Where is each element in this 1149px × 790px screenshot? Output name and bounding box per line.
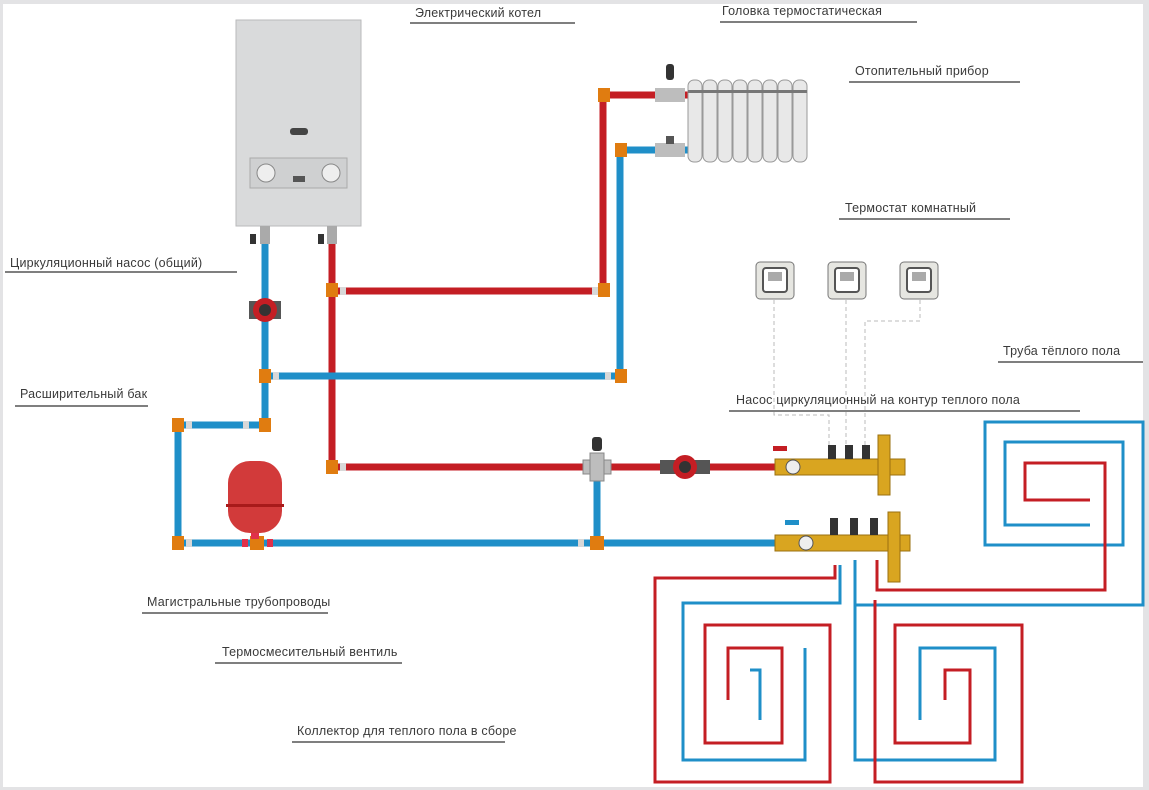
label-room-thermostat: Термостат комнатный [845, 201, 976, 215]
room-thermostat-1 [755, 261, 795, 300]
label-floor-pump: Насос циркуляционный на контур теплого п… [736, 393, 1020, 407]
labels: Электрический котел Головка термостатиче… [5, 4, 1143, 743]
thermostatic-head-icon [666, 64, 674, 80]
electric-boiler [235, 19, 362, 227]
pipe-fittings [172, 88, 627, 550]
boiler-valves [250, 226, 337, 244]
label-mixing-valve: Термосмесительный вентиль [222, 645, 398, 659]
room-thermostats [755, 261, 939, 450]
expansion-tank [226, 461, 284, 539]
room-thermostat-3 [899, 261, 939, 300]
main-circulation-pump [249, 298, 281, 322]
thermostatic-mixing-valve [582, 437, 612, 482]
floor-loop-right [853, 420, 1145, 607]
label-manifold: Коллектор для теплого пола в сборе [297, 724, 517, 738]
floor-loop-middle [853, 600, 1024, 784]
label-boiler: Электрический котел [415, 6, 541, 20]
label-thermo-head: Головка термостатическая [722, 4, 882, 18]
label-main-pipeline: Магистральные трубопроводы [147, 595, 330, 609]
radiator [655, 64, 808, 163]
label-radiator: Отопительный прибор [855, 64, 989, 78]
floor-circulation-pump [660, 455, 710, 479]
label-main-pump: Циркуляционный насос (общий) [10, 256, 202, 270]
floor-manifold [773, 434, 911, 583]
room-thermostat-2 [827, 261, 867, 300]
label-expansion-tank: Расширительный бак [20, 387, 148, 401]
label-floor-pipe: Труба тёплого пола [1003, 344, 1120, 358]
floor-loop-left [653, 565, 842, 784]
